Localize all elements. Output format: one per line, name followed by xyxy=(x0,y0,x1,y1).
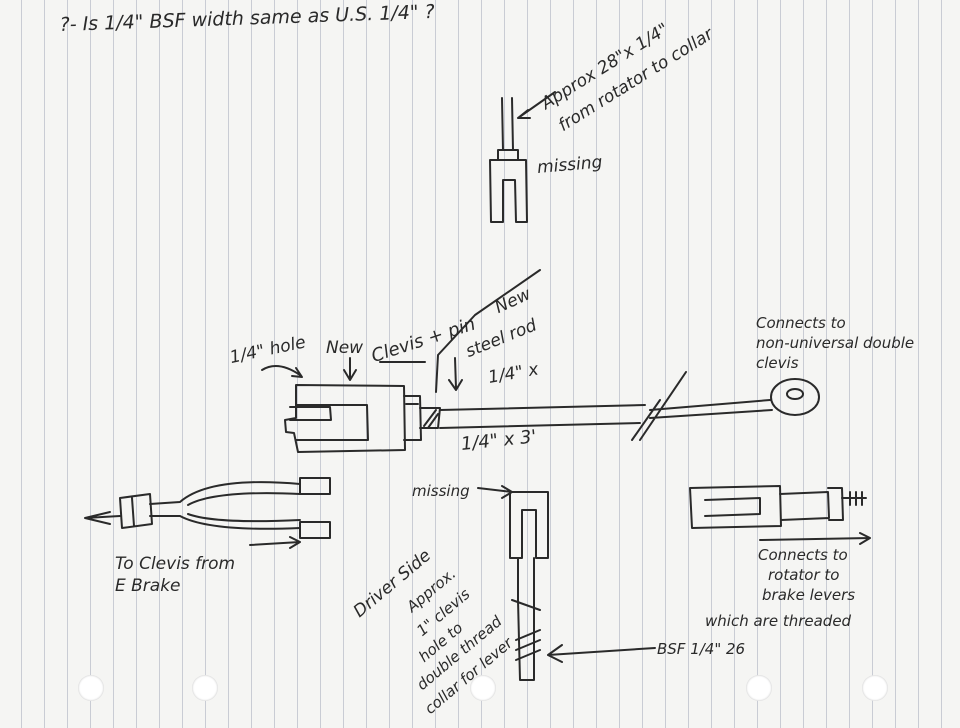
connects-double-clevis-2: non-universal double xyxy=(756,334,915,352)
punch-hole xyxy=(470,675,496,701)
to-clevis-label-1: To Clevis from xyxy=(115,554,236,574)
connects-double-clevis-1: Connects to xyxy=(756,314,846,332)
connects-rotator-1: Connects to xyxy=(758,546,848,564)
right-clevis-sketch xyxy=(689,485,871,545)
punch-hole xyxy=(862,675,888,701)
punch-hole xyxy=(192,675,218,701)
connects-rotator-2: rotator to xyxy=(768,566,840,584)
new-clevis-label: New xyxy=(326,338,364,358)
middle-clevis-sketch xyxy=(261,269,820,453)
threaded-label: which are threaded xyxy=(705,612,852,630)
left-yoke-sketch xyxy=(84,477,331,549)
punch-hole xyxy=(78,675,104,701)
top-rod-sketch xyxy=(489,91,556,223)
bottom-center-sketch xyxy=(477,485,656,681)
thread-spec-label: BSF 1/4" 26 xyxy=(657,640,746,658)
connects-rotator-3: brake levers xyxy=(762,586,856,604)
punch-hole xyxy=(746,675,772,701)
connects-double-clevis-3: clevis xyxy=(756,354,799,372)
to-clevis-label-2: E Brake xyxy=(115,576,181,596)
bottom-missing-label: missing xyxy=(412,482,470,500)
